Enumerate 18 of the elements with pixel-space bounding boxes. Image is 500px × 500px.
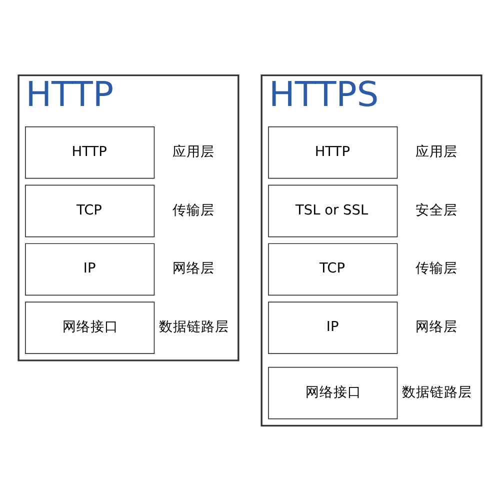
node-box: 网络接口 <box>25 301 155 354</box>
node-label: 数据链路层 <box>402 384 472 400</box>
node-label: 传输层 <box>415 260 458 276</box>
node-box: HTTP <box>268 126 398 178</box>
node-box: 网络接口 <box>268 366 398 419</box>
node-label: 网络层 <box>172 260 214 276</box>
node-label: 安全层 <box>415 202 458 218</box>
node-label: 网络层 <box>415 318 458 335</box>
node-box: IP <box>268 301 398 354</box>
node-box: HTTP <box>25 126 155 178</box>
node-label: 传输层 <box>172 202 214 218</box>
node-box: TSL or SSL <box>268 184 398 237</box>
node-label: 数据链路层 <box>158 318 229 335</box>
node-box: IP <box>25 242 155 296</box>
node-label: 应用层 <box>172 143 214 160</box>
node-box: TCP <box>268 242 398 296</box>
node-label: 应用层 <box>415 143 458 160</box>
node-box: TCP <box>25 184 155 237</box>
